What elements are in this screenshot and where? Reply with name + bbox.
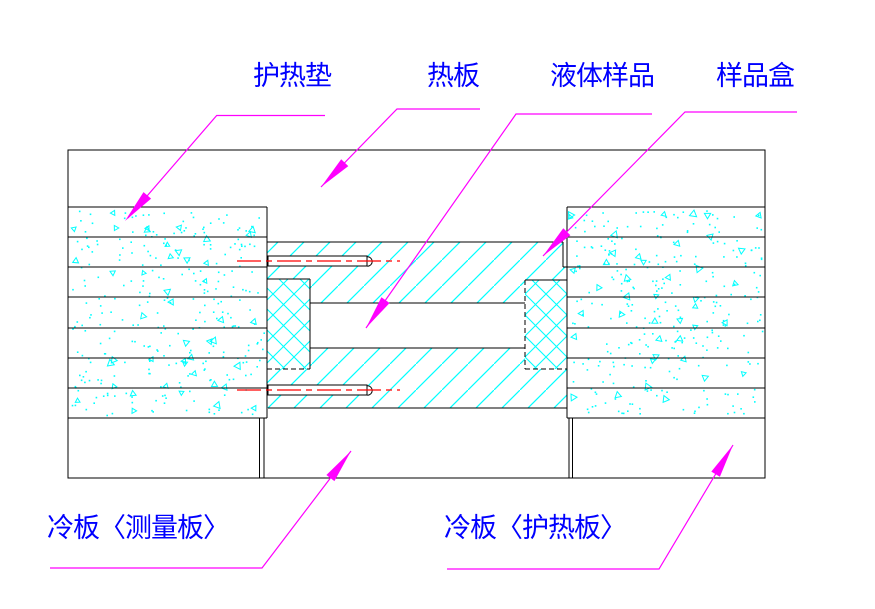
thermocouple-top: [237, 255, 400, 267]
arrowhead-icon: [321, 159, 349, 187]
label-cold-plate-measuring: 冷板〈测量板〉: [47, 513, 230, 543]
arrowhead-icon: [366, 297, 390, 328]
leader-hot-plate: [320, 108, 480, 188]
arrowhead-icon: [711, 445, 733, 477]
assembly-outline: [67, 149, 766, 479]
sample-box-left-wall: [267, 278, 311, 370]
arrowhead-icon: [125, 192, 152, 221]
guard-pad-left-speckle: [70, 209, 265, 417]
sample-box-right-wall: [524, 279, 567, 370]
arrowhead-icon: [543, 228, 571, 256]
leader-cold-plate-measuring: [50, 450, 352, 569]
leader-liquid-sample: [365, 113, 652, 329]
liquid-sample-cavity: [310, 303, 525, 348]
leader-sample-box: [542, 111, 797, 257]
thermocouple-bottom: [237, 384, 400, 396]
label-guard-heat-pad: 护热垫: [253, 61, 332, 91]
leader-guard-heat-pad: [125, 114, 325, 221]
guard-pad-right-speckle: [567, 209, 764, 415]
label-liquid-sample: 液体样品: [550, 61, 655, 91]
leader-cold-plate-guard: [447, 444, 734, 570]
arrowhead-icon: [326, 451, 351, 482]
label-hot-plate: 热板: [427, 61, 480, 91]
label-cold-plate-guard: 冷板〈护热板〉: [444, 513, 627, 543]
label-sample-box: 样品盒: [716, 61, 795, 91]
